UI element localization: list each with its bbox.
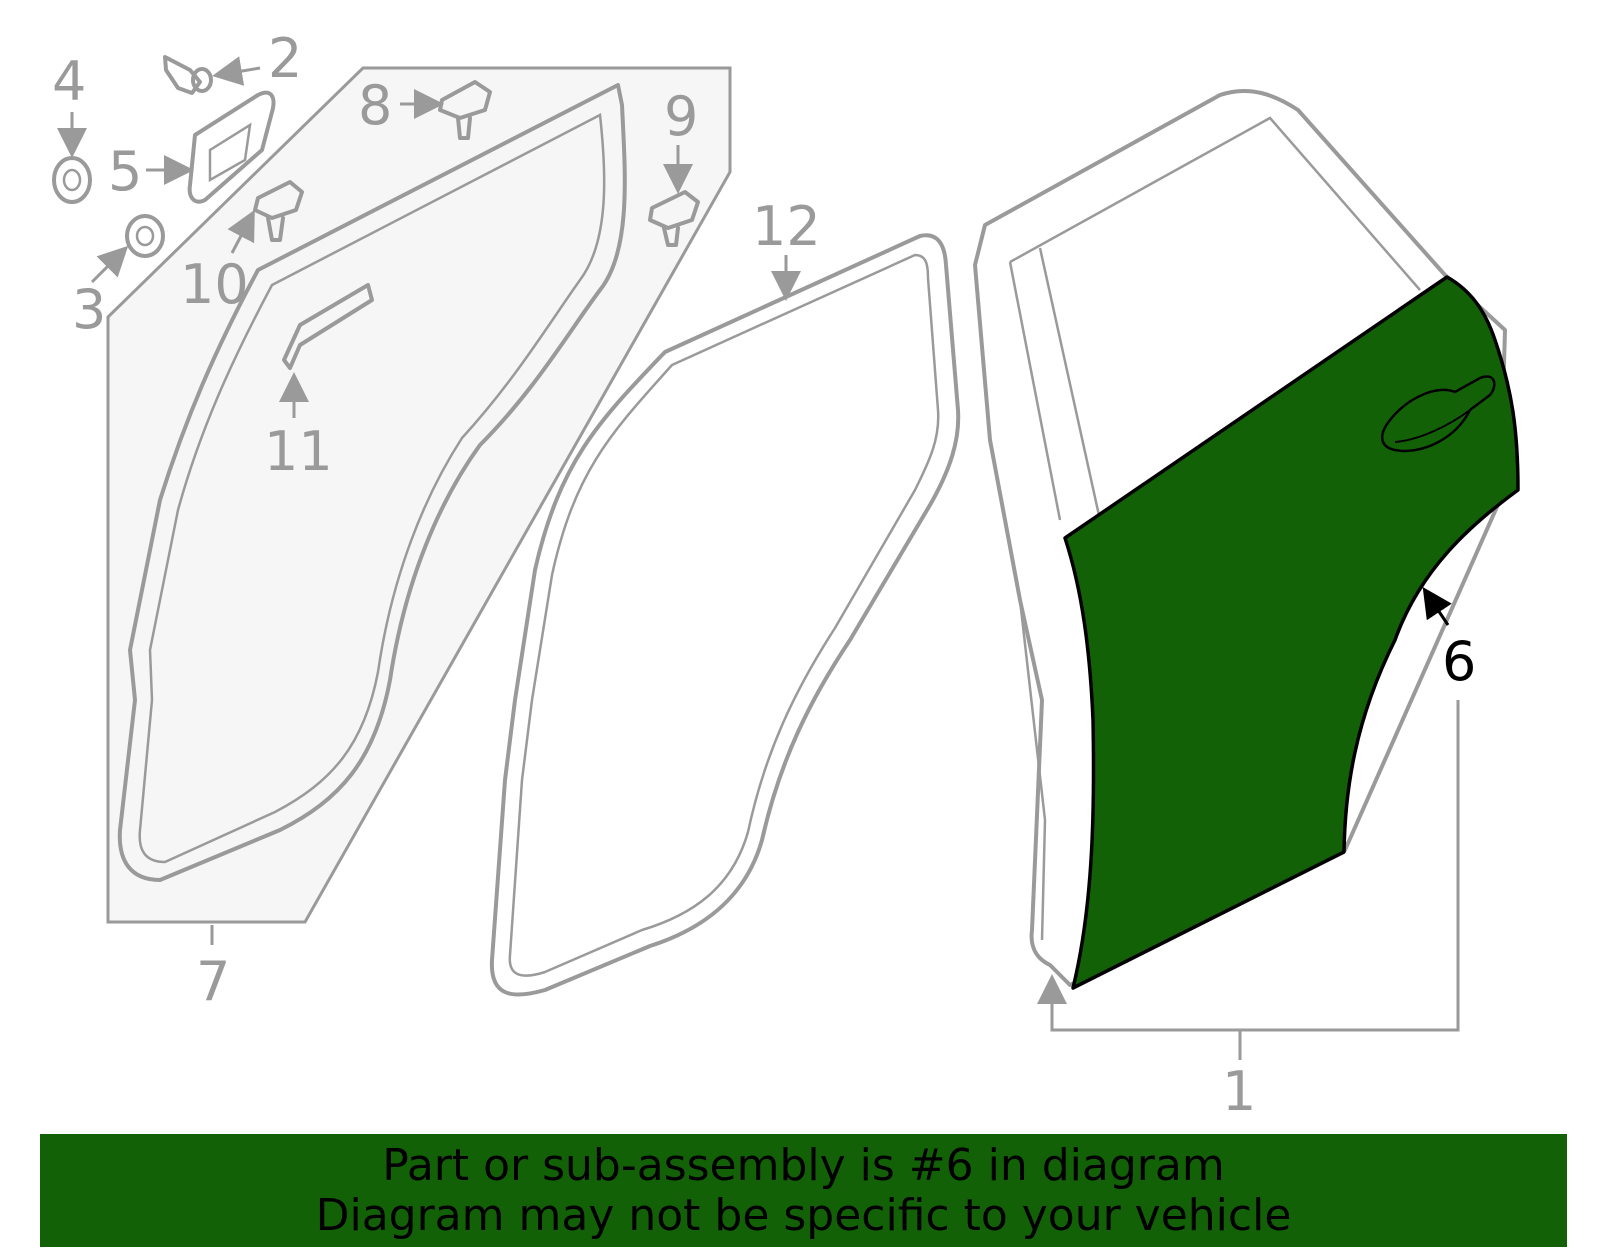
part-3-grommet: [125, 214, 165, 258]
part-7-seal-panel: [106, 66, 732, 924]
callout-12: 12: [752, 195, 821, 258]
callout-8: 8: [358, 74, 392, 137]
part-2-bolt: [163, 55, 213, 95]
part-5-bracket: [187, 90, 276, 204]
callout-11: 11: [264, 420, 333, 483]
leader-lines: [57, 56, 1460, 1060]
part-4-grommet: [52, 156, 92, 204]
callout-1: 1: [1222, 1060, 1256, 1123]
callout-labels: 2 4 5 3 8 9 10 11 12 7 1 6: [52, 27, 1476, 1123]
part-10-clip: [253, 180, 304, 242]
part-6-outer-panel: [1063, 275, 1520, 990]
banner-line-2: Diagram may not be specific to your vehi…: [315, 1189, 1292, 1241]
callout-2: 2: [268, 27, 302, 90]
callout-5: 5: [108, 140, 142, 203]
callout-7: 7: [196, 950, 230, 1013]
banner-line-1: Part or sub-assembly is #6 in diagram: [382, 1139, 1225, 1191]
callout-9: 9: [664, 85, 698, 148]
callout-4: 4: [52, 50, 86, 113]
info-banner: Part or sub-assembly is #6 in diagram Di…: [40, 1134, 1567, 1247]
callout-10: 10: [180, 253, 249, 316]
callout-3: 3: [72, 278, 106, 341]
callout-6-highlighted: 6: [1442, 630, 1476, 693]
part-12-weatherstrip: [489, 233, 961, 997]
